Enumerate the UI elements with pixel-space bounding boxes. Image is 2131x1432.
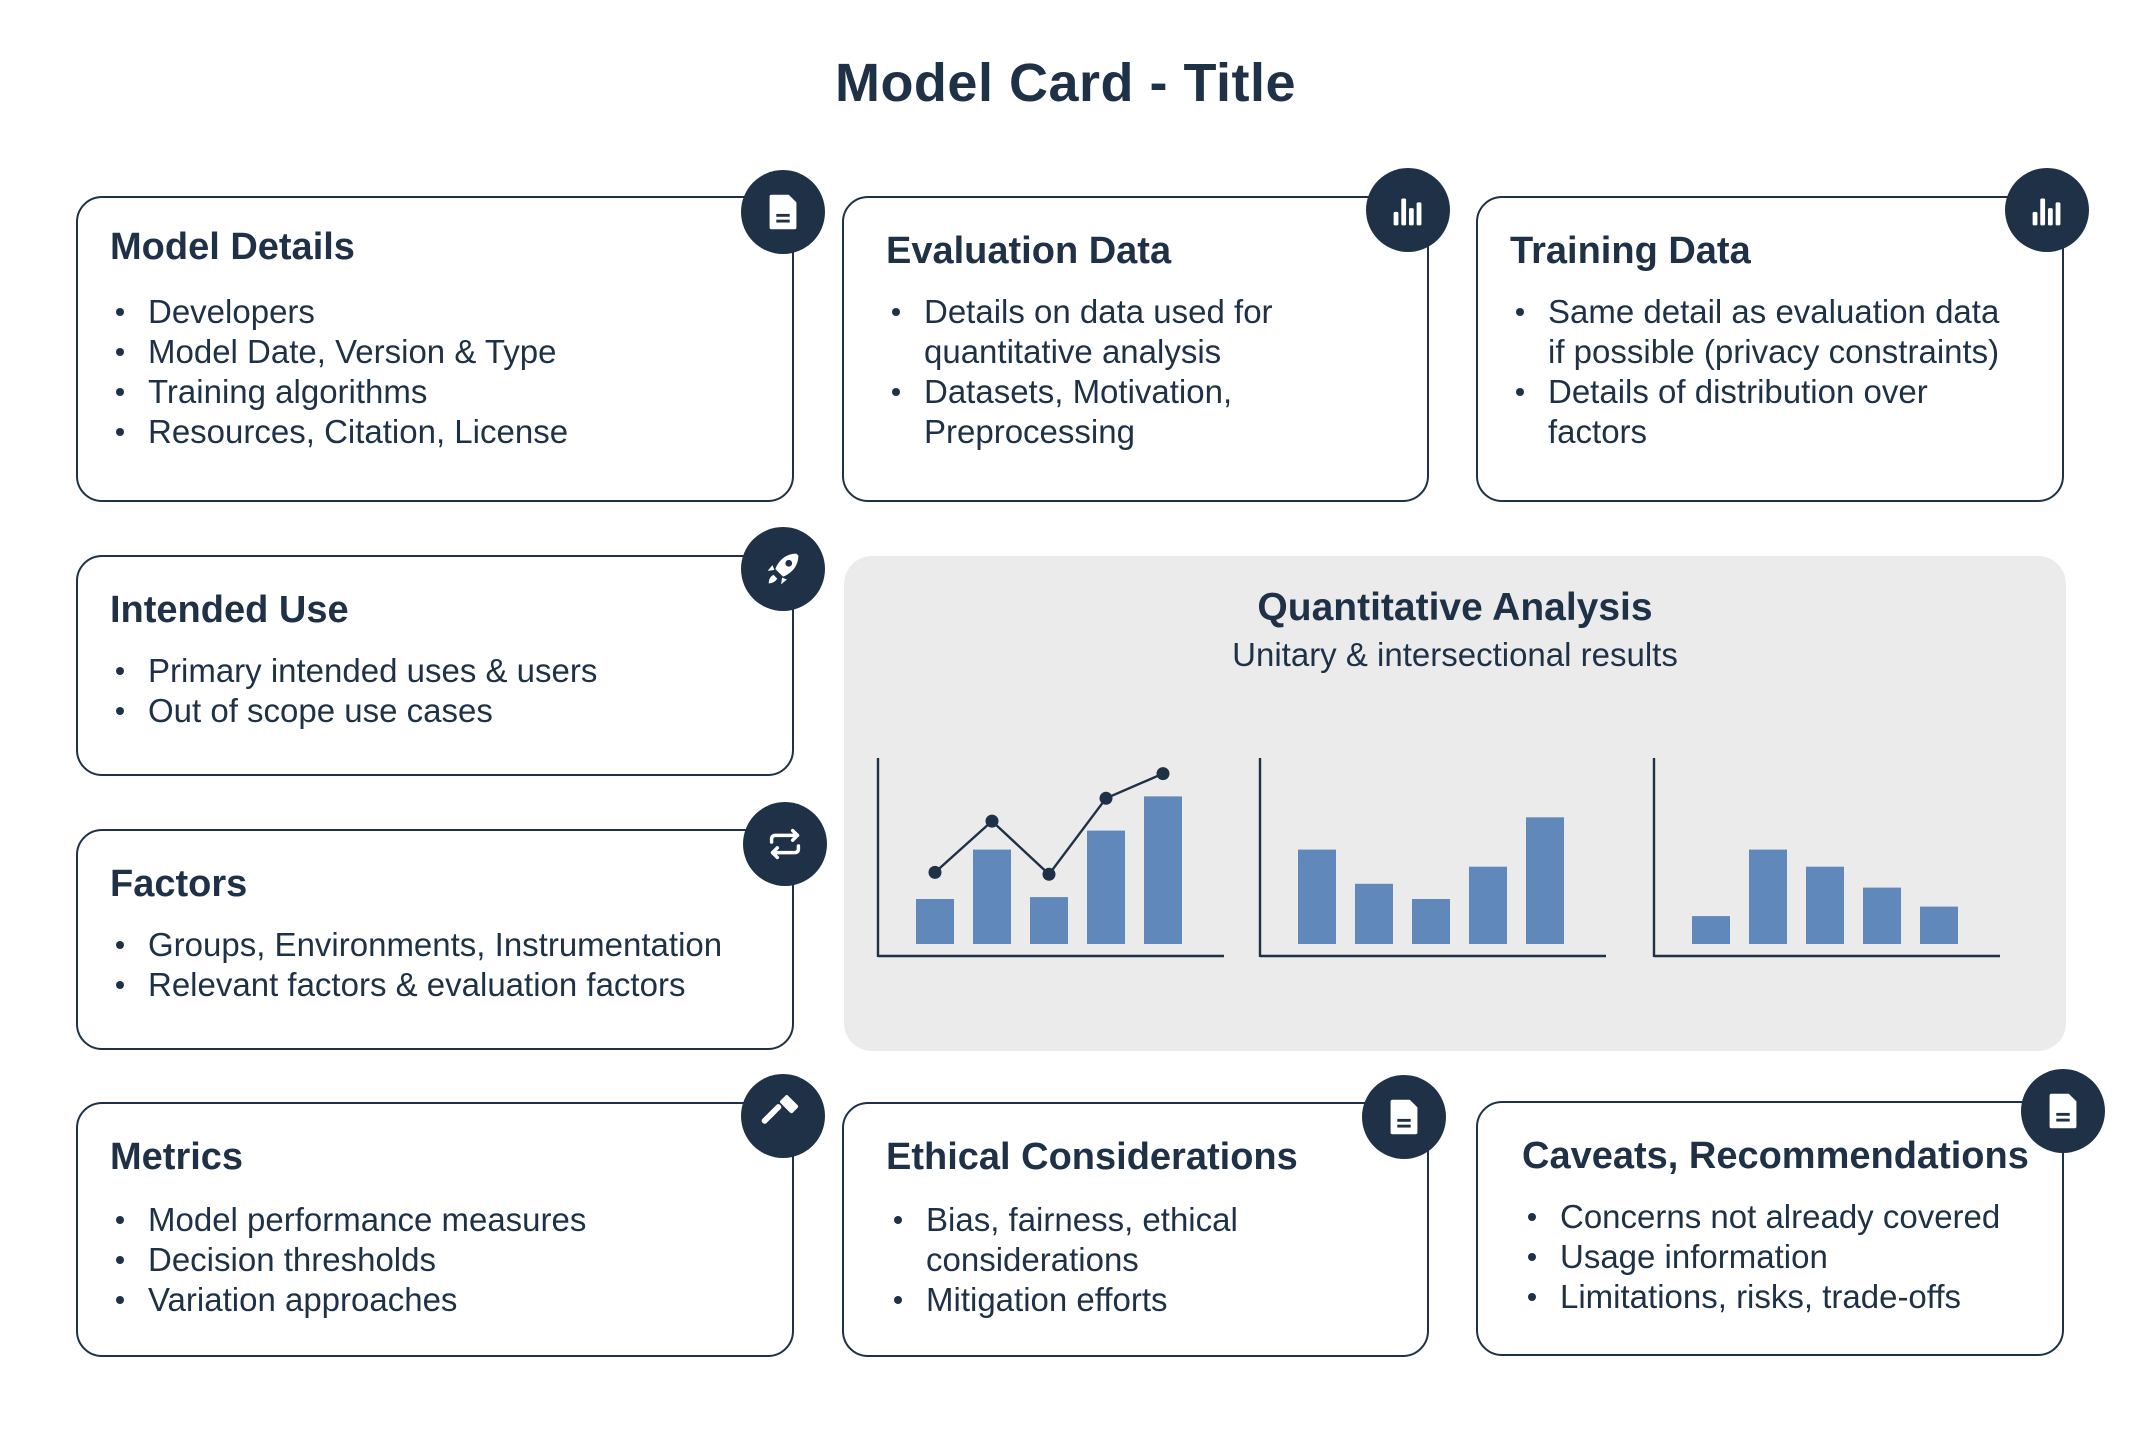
chart-point bbox=[1042, 867, 1056, 881]
page-title: Model Card - Title bbox=[834, 53, 1297, 113]
list-item: Details of distribution over bbox=[1508, 372, 1999, 412]
document-icon bbox=[741, 170, 825, 254]
list-item: Groups, Environments, Instrumentation bbox=[108, 925, 722, 965]
list-item: Bias, fairness, ethical bbox=[886, 1200, 1238, 1240]
chart-bar bbox=[916, 899, 954, 944]
list-item: Decision thresholds bbox=[108, 1240, 586, 1280]
card-heading: Ethical Considerations bbox=[886, 1136, 1298, 1178]
list-item: Details on data used for bbox=[884, 292, 1273, 332]
chart-bar bbox=[1863, 887, 1901, 944]
chart-point bbox=[985, 814, 999, 828]
chart-bar bbox=[1412, 899, 1450, 944]
list-item: Developers bbox=[108, 292, 568, 332]
card-evaluation-data: Evaluation Data Details on data used for… bbox=[842, 196, 1429, 502]
list-item: Training algorithms bbox=[108, 372, 568, 412]
list-item: Datasets, Motivation, bbox=[884, 372, 1273, 412]
chart-point bbox=[1099, 791, 1113, 805]
panel-title: Quantitative Analysis bbox=[1257, 586, 1653, 629]
hammer-icon bbox=[741, 1074, 825, 1158]
card-heading: Intended Use bbox=[110, 589, 349, 631]
card-list: Same detail as evaluation data if possib… bbox=[1508, 292, 1999, 452]
list-item: Model Date, Version & Type bbox=[108, 332, 568, 372]
card-list: Primary intended uses & users Out of sco… bbox=[108, 651, 597, 731]
chart-bar bbox=[1087, 830, 1125, 944]
card-ethical-considerations: Ethical Considerations Bias, fairness, e… bbox=[842, 1102, 1429, 1357]
quantitative-analysis-panel: Quantitative Analysis Unitary & intersec… bbox=[844, 556, 2066, 1051]
list-item: Out of scope use cases bbox=[108, 691, 597, 731]
list-item: Usage information bbox=[1520, 1237, 2000, 1277]
swap-arrows-icon bbox=[743, 802, 827, 886]
list-item: Same detail as evaluation data bbox=[1508, 292, 1999, 332]
card-heading: Model Details bbox=[110, 226, 355, 268]
card-heading: Metrics bbox=[110, 1136, 244, 1178]
card-factors: Factors Groups, Environments, Instrument… bbox=[76, 829, 794, 1050]
card-list: Concerns not already covered Usage infor… bbox=[1520, 1197, 2000, 1317]
chart-bar bbox=[1355, 883, 1393, 944]
list-item: Variation approaches bbox=[108, 1280, 586, 1320]
list-item: Primary intended uses & users bbox=[108, 651, 597, 691]
card-model-details: Model Details Developers Model Date, Ver… bbox=[76, 196, 794, 502]
document-icon bbox=[2021, 1069, 2105, 1153]
card-heading: Caveats, Recommendations bbox=[1522, 1135, 2029, 1177]
list-item: Relevant factors & evaluation factors bbox=[108, 965, 722, 1005]
list-item-continuation: quantitative analysis bbox=[924, 333, 1222, 370]
chart-bar bbox=[1526, 817, 1564, 944]
list-item: Limitations, risks, trade-offs bbox=[1520, 1277, 2000, 1317]
list-item-continuation: Preprocessing bbox=[924, 413, 1135, 450]
card-metrics: Metrics Model performance measures Decis… bbox=[76, 1102, 794, 1357]
card-list: Groups, Environments, Instrumentation Re… bbox=[108, 925, 722, 1005]
panel-subtitle: Unitary & intersectional results bbox=[1232, 636, 1678, 673]
card-heading: Training Data bbox=[1510, 230, 1751, 272]
list-item-continuation: factors bbox=[1548, 413, 1648, 450]
list-item: Model performance measures bbox=[108, 1200, 586, 1240]
card-list: Model performance measures Decision thre… bbox=[108, 1200, 586, 1320]
list-item-continuation: considerations bbox=[926, 1241, 1139, 1278]
list-item-continuation: if possible (privacy constraints) bbox=[1548, 333, 2000, 370]
chart-bar bbox=[1469, 866, 1507, 944]
card-intended-use: Intended Use Primary intended uses & use… bbox=[76, 555, 794, 776]
chart-bar bbox=[1144, 796, 1182, 944]
chart-bar bbox=[1749, 849, 1787, 944]
chart-bar bbox=[1298, 849, 1336, 944]
document-icon bbox=[1362, 1075, 1446, 1159]
chart-bar bbox=[1030, 897, 1068, 944]
chart-bar bbox=[1920, 906, 1958, 944]
chart-bar bbox=[1806, 866, 1844, 944]
bar-chart-icon bbox=[1366, 168, 1450, 252]
card-caveats-recommendations: Caveats, Recommendations Concerns not al… bbox=[1476, 1101, 2064, 1356]
card-list: Developers Model Date, Version & Type Tr… bbox=[108, 292, 568, 452]
chart-series-line bbox=[934, 772, 1164, 877]
list-item: Resources, Citation, License bbox=[108, 412, 568, 452]
mini-charts bbox=[876, 758, 2000, 958]
card-heading: Evaluation Data bbox=[886, 230, 1172, 272]
card-heading: Factors bbox=[110, 863, 248, 905]
card-list: Details on data used for quantitative an… bbox=[884, 292, 1273, 452]
bar-chart-icon bbox=[2005, 168, 2089, 252]
chart-point bbox=[928, 865, 942, 879]
chart-point bbox=[1156, 767, 1170, 781]
list-item: Concerns not already covered bbox=[1520, 1197, 2000, 1237]
list-item: Mitigation efforts bbox=[886, 1280, 1238, 1320]
chart-bar bbox=[973, 849, 1011, 944]
chart-bar bbox=[1692, 916, 1730, 944]
rocket-icon bbox=[741, 527, 825, 611]
card-list: Bias, fairness, ethical considerations M… bbox=[886, 1200, 1238, 1320]
card-training-data: Training Data Same detail as evaluation … bbox=[1476, 196, 2064, 502]
